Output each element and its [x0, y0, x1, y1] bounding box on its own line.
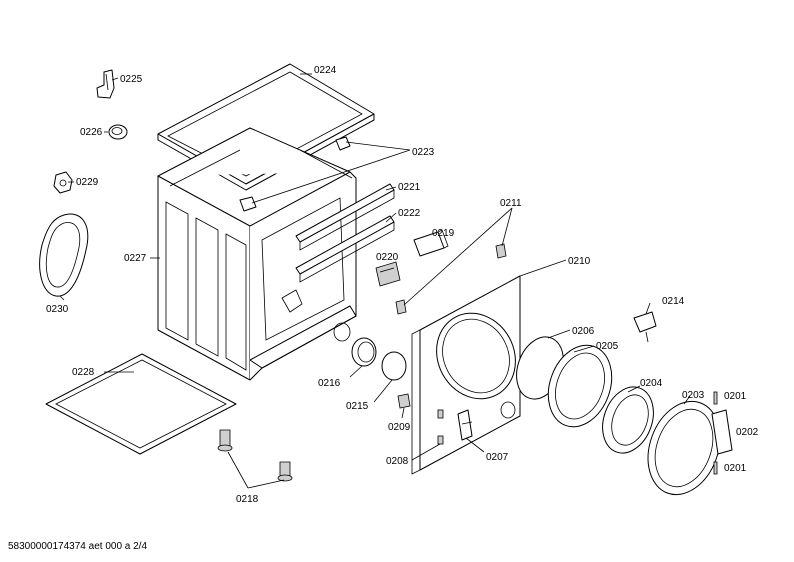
label-0210: 0210: [568, 256, 591, 267]
part-0202-handle: [711, 409, 733, 455]
label-0204: 0204: [640, 378, 663, 389]
label-0214: 0214: [662, 296, 685, 307]
label-0216: 0216: [318, 378, 341, 389]
label-0205: 0205: [596, 341, 619, 352]
part-0211-screws: [395, 243, 507, 315]
part-0204-glass: [602, 386, 654, 454]
part-0201-pins: [713, 391, 718, 475]
part-0203-door-frame: [647, 400, 721, 496]
part-0210-front-panel: [411, 275, 521, 475]
label-0202: 0202: [736, 427, 759, 438]
part-0219-block: [413, 229, 449, 257]
part-0226-cap: [108, 124, 128, 140]
document-reference: 58300000174374 aet 000 a 2/4: [8, 541, 148, 552]
label-0218: 0218: [236, 494, 259, 505]
part-0215-cap: [381, 351, 407, 381]
label-0223: 0223: [412, 147, 435, 158]
label-0215: 0215: [346, 401, 369, 412]
part-0205-door-ring: [547, 344, 613, 428]
label-0230: 0230: [46, 304, 69, 315]
label-0207: 0207: [486, 452, 509, 463]
part-0221-rail: [295, 183, 395, 251]
label-0222: 0222: [398, 208, 421, 219]
part-0216-ring: [351, 337, 377, 367]
label-0228: 0228: [72, 367, 95, 378]
part-0223-clips: [239, 136, 351, 212]
label-0211: 0211: [500, 198, 522, 209]
label-0221: 0221: [398, 182, 421, 193]
label-0226: 0226: [80, 127, 103, 138]
part-0225-bracket: [96, 69, 115, 99]
label-0208: 0208: [386, 456, 409, 467]
label-0201-bottom: 0201: [724, 463, 747, 474]
label-0219: 0219: [432, 228, 455, 239]
label-0206: 0206: [572, 326, 595, 337]
label-0225: 0225: [120, 74, 143, 85]
part-0230-gasket: [39, 213, 89, 297]
label-0224: 0224: [314, 65, 337, 76]
label-0209: 0209: [388, 422, 411, 433]
part-0229-clip: [53, 171, 73, 194]
part-0220-door-lock: [375, 261, 401, 287]
part-0214-sensor: [633, 311, 657, 343]
label-0229: 0229: [76, 177, 99, 188]
part-0209-fastener: [397, 393, 411, 409]
part-0222-rail: [295, 215, 395, 283]
label-0203: 0203: [682, 390, 705, 401]
label-0227: 0227: [124, 253, 147, 264]
label-0220: 0220: [376, 252, 399, 263]
part-0207-hinge: [457, 409, 473, 441]
part-0218-feet: [217, 429, 293, 482]
label-0201-top: 0201: [724, 391, 747, 402]
leader-lines: [59, 73, 691, 489]
part-0228-bottom-plate: [45, 353, 237, 455]
